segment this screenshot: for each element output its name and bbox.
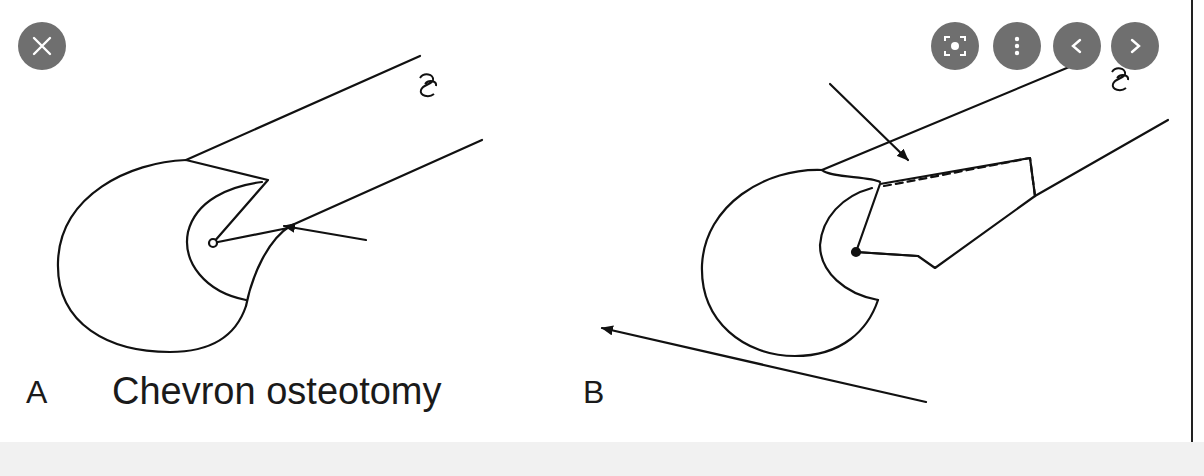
next-button (1111, 22, 1159, 70)
lens-icon (945, 37, 965, 55)
apex-pin (209, 239, 217, 247)
menu-button (993, 22, 1041, 70)
frame-edge (1191, 0, 1193, 442)
shaft-line (186, 56, 420, 160)
original-position (884, 158, 1035, 196)
close-button (18, 22, 66, 70)
chevron-cut (856, 252, 918, 256)
logo-mark (420, 74, 436, 96)
panel-letter: A (26, 376, 47, 408)
head-outline (702, 170, 878, 356)
displaced-fragment (856, 158, 1035, 268)
articular-surface (820, 188, 878, 300)
metatarsal-a (58, 56, 482, 352)
lens-button (931, 22, 979, 70)
chevron-cut (186, 160, 288, 243)
next-icon (1132, 40, 1139, 52)
logo-mark (1112, 68, 1128, 90)
metatarsal-b (602, 55, 1168, 402)
menu-icon (1015, 44, 1019, 48)
lens-icon (951, 42, 959, 50)
viewer-buttons (18, 22, 1159, 70)
prev-button (1053, 22, 1101, 70)
prev-icon (1073, 40, 1080, 52)
menu-icon (1015, 51, 1019, 55)
arrow (284, 226, 366, 240)
shaft-line (822, 55, 1098, 170)
bottom-band (0, 442, 1204, 476)
arrow (602, 328, 926, 402)
shaft-line (1035, 120, 1168, 196)
menu-icon (1015, 37, 1019, 41)
close-icon (34, 38, 50, 54)
shaft-line (246, 140, 482, 306)
arrow (830, 84, 908, 160)
apex-pin (852, 248, 860, 256)
figure-caption: Chevron osteotomy (112, 372, 442, 410)
panel-letter: B (583, 376, 604, 408)
head-outline (822, 170, 880, 182)
head-outline (58, 160, 246, 352)
